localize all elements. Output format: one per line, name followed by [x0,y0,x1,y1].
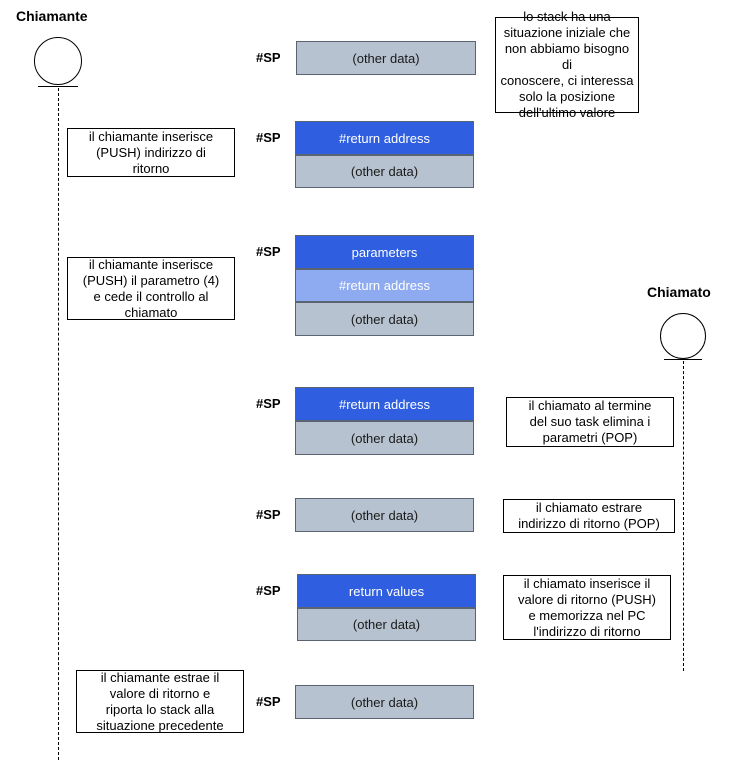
sp-marker: #SP [256,694,281,709]
note-restore-stack: il chiamante estrae il valore di ritorno… [76,670,244,733]
sp-marker: #SP [256,583,281,598]
caller-name: Chiamante [16,8,88,24]
stack-cell: #return address [295,387,474,421]
stack-cell: (other data) [295,685,474,719]
callee-lifeline [683,361,684,671]
note-pop-return-address: il chiamato estrare indirizzo di ritorno… [503,499,675,533]
caller-actor-icon [34,37,82,85]
callee-actor-icon [660,313,706,359]
caller-lifeline [58,88,59,760]
sp-marker: #SP [256,130,281,145]
caller-actor-base [38,86,78,87]
note-push-return-value: il chiamato inserisce il valore di ritor… [503,575,671,640]
stack-cell: #return address [295,269,474,302]
stack-cell: (other data) [295,498,474,532]
stack-cell: #return address [295,121,474,155]
callee-actor-base [664,359,702,360]
note-push-return-address: il chiamante inserisce (PUSH) indirizzo … [67,128,235,177]
note-push-parameter: il chiamante inserisce (PUSH) il paramet… [67,257,235,320]
sp-marker: #SP [256,507,281,522]
note-initial-stack: lo stack ha una situazione iniziale che … [495,9,639,120]
callee-name: Chiamato [647,284,711,300]
sp-marker: #SP [256,244,281,259]
stack-cell: (other data) [295,302,474,336]
stack-cell: return values [297,574,476,608]
note-pop-parameters: il chiamato al termine del suo task elim… [506,397,674,447]
stack-cell: (other data) [295,155,474,188]
sp-marker: #SP [256,396,281,411]
sp-marker: #SP [256,50,281,65]
stack-cell: (other data) [297,608,476,641]
stack-cell: (other data) [296,41,476,75]
stack-cell: (other data) [295,421,474,455]
stack-cell: parameters [295,235,474,269]
